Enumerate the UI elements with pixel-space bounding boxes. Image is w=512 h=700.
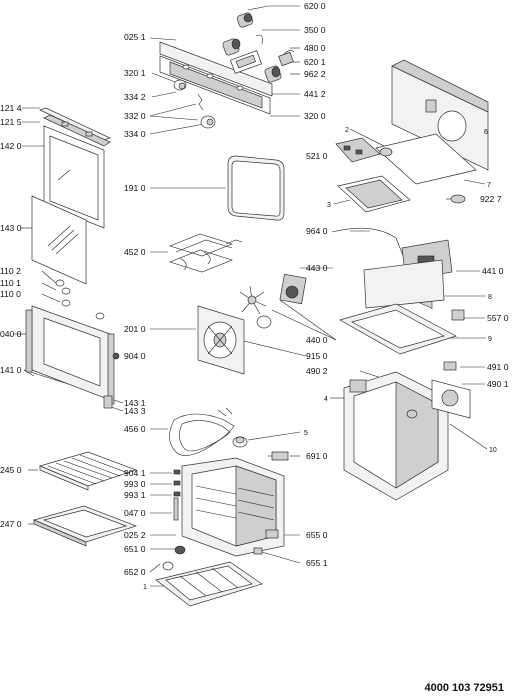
label-334-0: 334 0 — [124, 129, 146, 139]
label-143-1: 143 1 — [124, 398, 146, 408]
label-904-1: 904 1 — [124, 468, 146, 478]
label-201-0: 201 0 — [124, 324, 146, 334]
label-245-0: 245 0 — [0, 465, 22, 475]
label-7: 7 — [487, 182, 491, 189]
label-490-2: 490 2 — [306, 366, 328, 376]
fan-assembly — [239, 273, 307, 329]
label-456-0: 456 0 — [124, 424, 146, 434]
label-655-0: 655 0 — [306, 530, 328, 540]
label-441-2: 441 2 — [304, 89, 326, 99]
label-141-0: 141 0 — [0, 365, 22, 375]
outer-casing — [343, 371, 471, 501]
callout-labels: 620 0 350 0 025 1 480 0 620 1 962 2 320 … — [0, 1, 509, 591]
label-904-0: 904 0 — [124, 351, 146, 361]
small-hardware — [173, 469, 279, 555]
label-9: 9 — [488, 336, 492, 343]
cooling-fan — [331, 227, 453, 309]
oven-gasket — [227, 155, 285, 221]
switch-components — [173, 12, 295, 129]
label-025-2: 025 2 — [124, 530, 146, 540]
label-040-0: 040 0 — [0, 329, 22, 339]
label-334-2: 334 2 — [124, 92, 146, 102]
label-655-1: 655 1 — [306, 558, 328, 568]
label-962-2: 962 2 — [304, 69, 326, 79]
label-993-1: 993 1 — [124, 490, 146, 500]
label-332-0: 332 0 — [124, 111, 146, 121]
label-143-3: 143 3 — [124, 406, 146, 416]
label-110-2: 110 2 — [0, 266, 21, 276]
label-191-0: 191 0 — [124, 183, 146, 193]
document-code: 4000 103 72951 — [424, 682, 504, 694]
label-047-0: 047 0 — [124, 508, 146, 518]
door-spacers — [55, 279, 105, 320]
label-110-1: 110 1 — [0, 278, 21, 288]
label-5: 5 — [304, 430, 308, 437]
label-651-0: 651 0 — [124, 544, 146, 554]
label-143-0: 143 0 — [0, 223, 22, 233]
label-922-7: 922 7 — [480, 194, 502, 204]
wire-shelf — [38, 451, 138, 491]
label-142-0: 142 0 — [0, 141, 22, 151]
lower-heating-element — [169, 407, 235, 456]
label-1: 1 — [143, 584, 147, 591]
label-025-1: 025 1 — [124, 32, 146, 42]
label-915-0: 915 0 — [306, 351, 328, 361]
bottom-plate — [155, 561, 263, 607]
label-443-0: 443 0 — [306, 263, 328, 273]
label-652-0: 652 0 — [124, 567, 146, 577]
electronic-board — [335, 133, 477, 204]
label-490-1: 490 1 — [487, 379, 509, 389]
label-6: 6 — [484, 129, 488, 136]
label-2: 2 — [345, 127, 349, 134]
top-plate — [339, 303, 465, 371]
parts — [25, 12, 489, 607]
label-320-1: 320 1 — [124, 68, 146, 78]
label-620-0: 620 0 — [304, 1, 326, 11]
label-320-0: 320 0 — [304, 111, 326, 121]
control-panel-part — [159, 41, 273, 115]
label-557-0: 557 0 — [487, 313, 509, 323]
label-441-0: 441 0 — [482, 266, 504, 276]
label-620-1: 620 1 — [304, 57, 326, 67]
oven-cavity — [173, 457, 285, 557]
door-top-trim — [39, 107, 111, 147]
label-521-0: 521 0 — [306, 151, 328, 161]
label-121-5: 121 5 — [0, 117, 22, 127]
outer-door-glass — [43, 125, 105, 229]
inner-door-frame — [25, 305, 120, 409]
label-491-0: 491 0 — [487, 362, 509, 372]
label-110-0: 110 0 — [0, 289, 21, 299]
label-452-0: 452 0 — [124, 247, 146, 257]
label-10: 10 — [489, 447, 497, 454]
baking-tray — [32, 505, 138, 547]
label-8: 8 — [488, 294, 492, 301]
label-993-0: 993 0 — [124, 479, 146, 489]
label-4: 4 — [324, 396, 328, 403]
label-964-0: 964 0 — [306, 226, 328, 236]
label-247-0: 247 0 — [0, 519, 22, 529]
inner-door-glass — [31, 195, 87, 285]
lamp-and-clip — [232, 436, 289, 461]
back-panel — [197, 305, 245, 375]
insulation-plate — [337, 175, 411, 213]
label-440-0: 440 0 — [306, 335, 328, 345]
label-691-0: 691 0 — [306, 451, 328, 461]
label-480-0: 480 0 — [304, 43, 326, 53]
label-3: 3 — [327, 202, 331, 209]
label-350-0: 350 0 — [304, 25, 326, 35]
grill-element — [169, 233, 243, 273]
label-121-4: 121 4 — [0, 103, 22, 113]
